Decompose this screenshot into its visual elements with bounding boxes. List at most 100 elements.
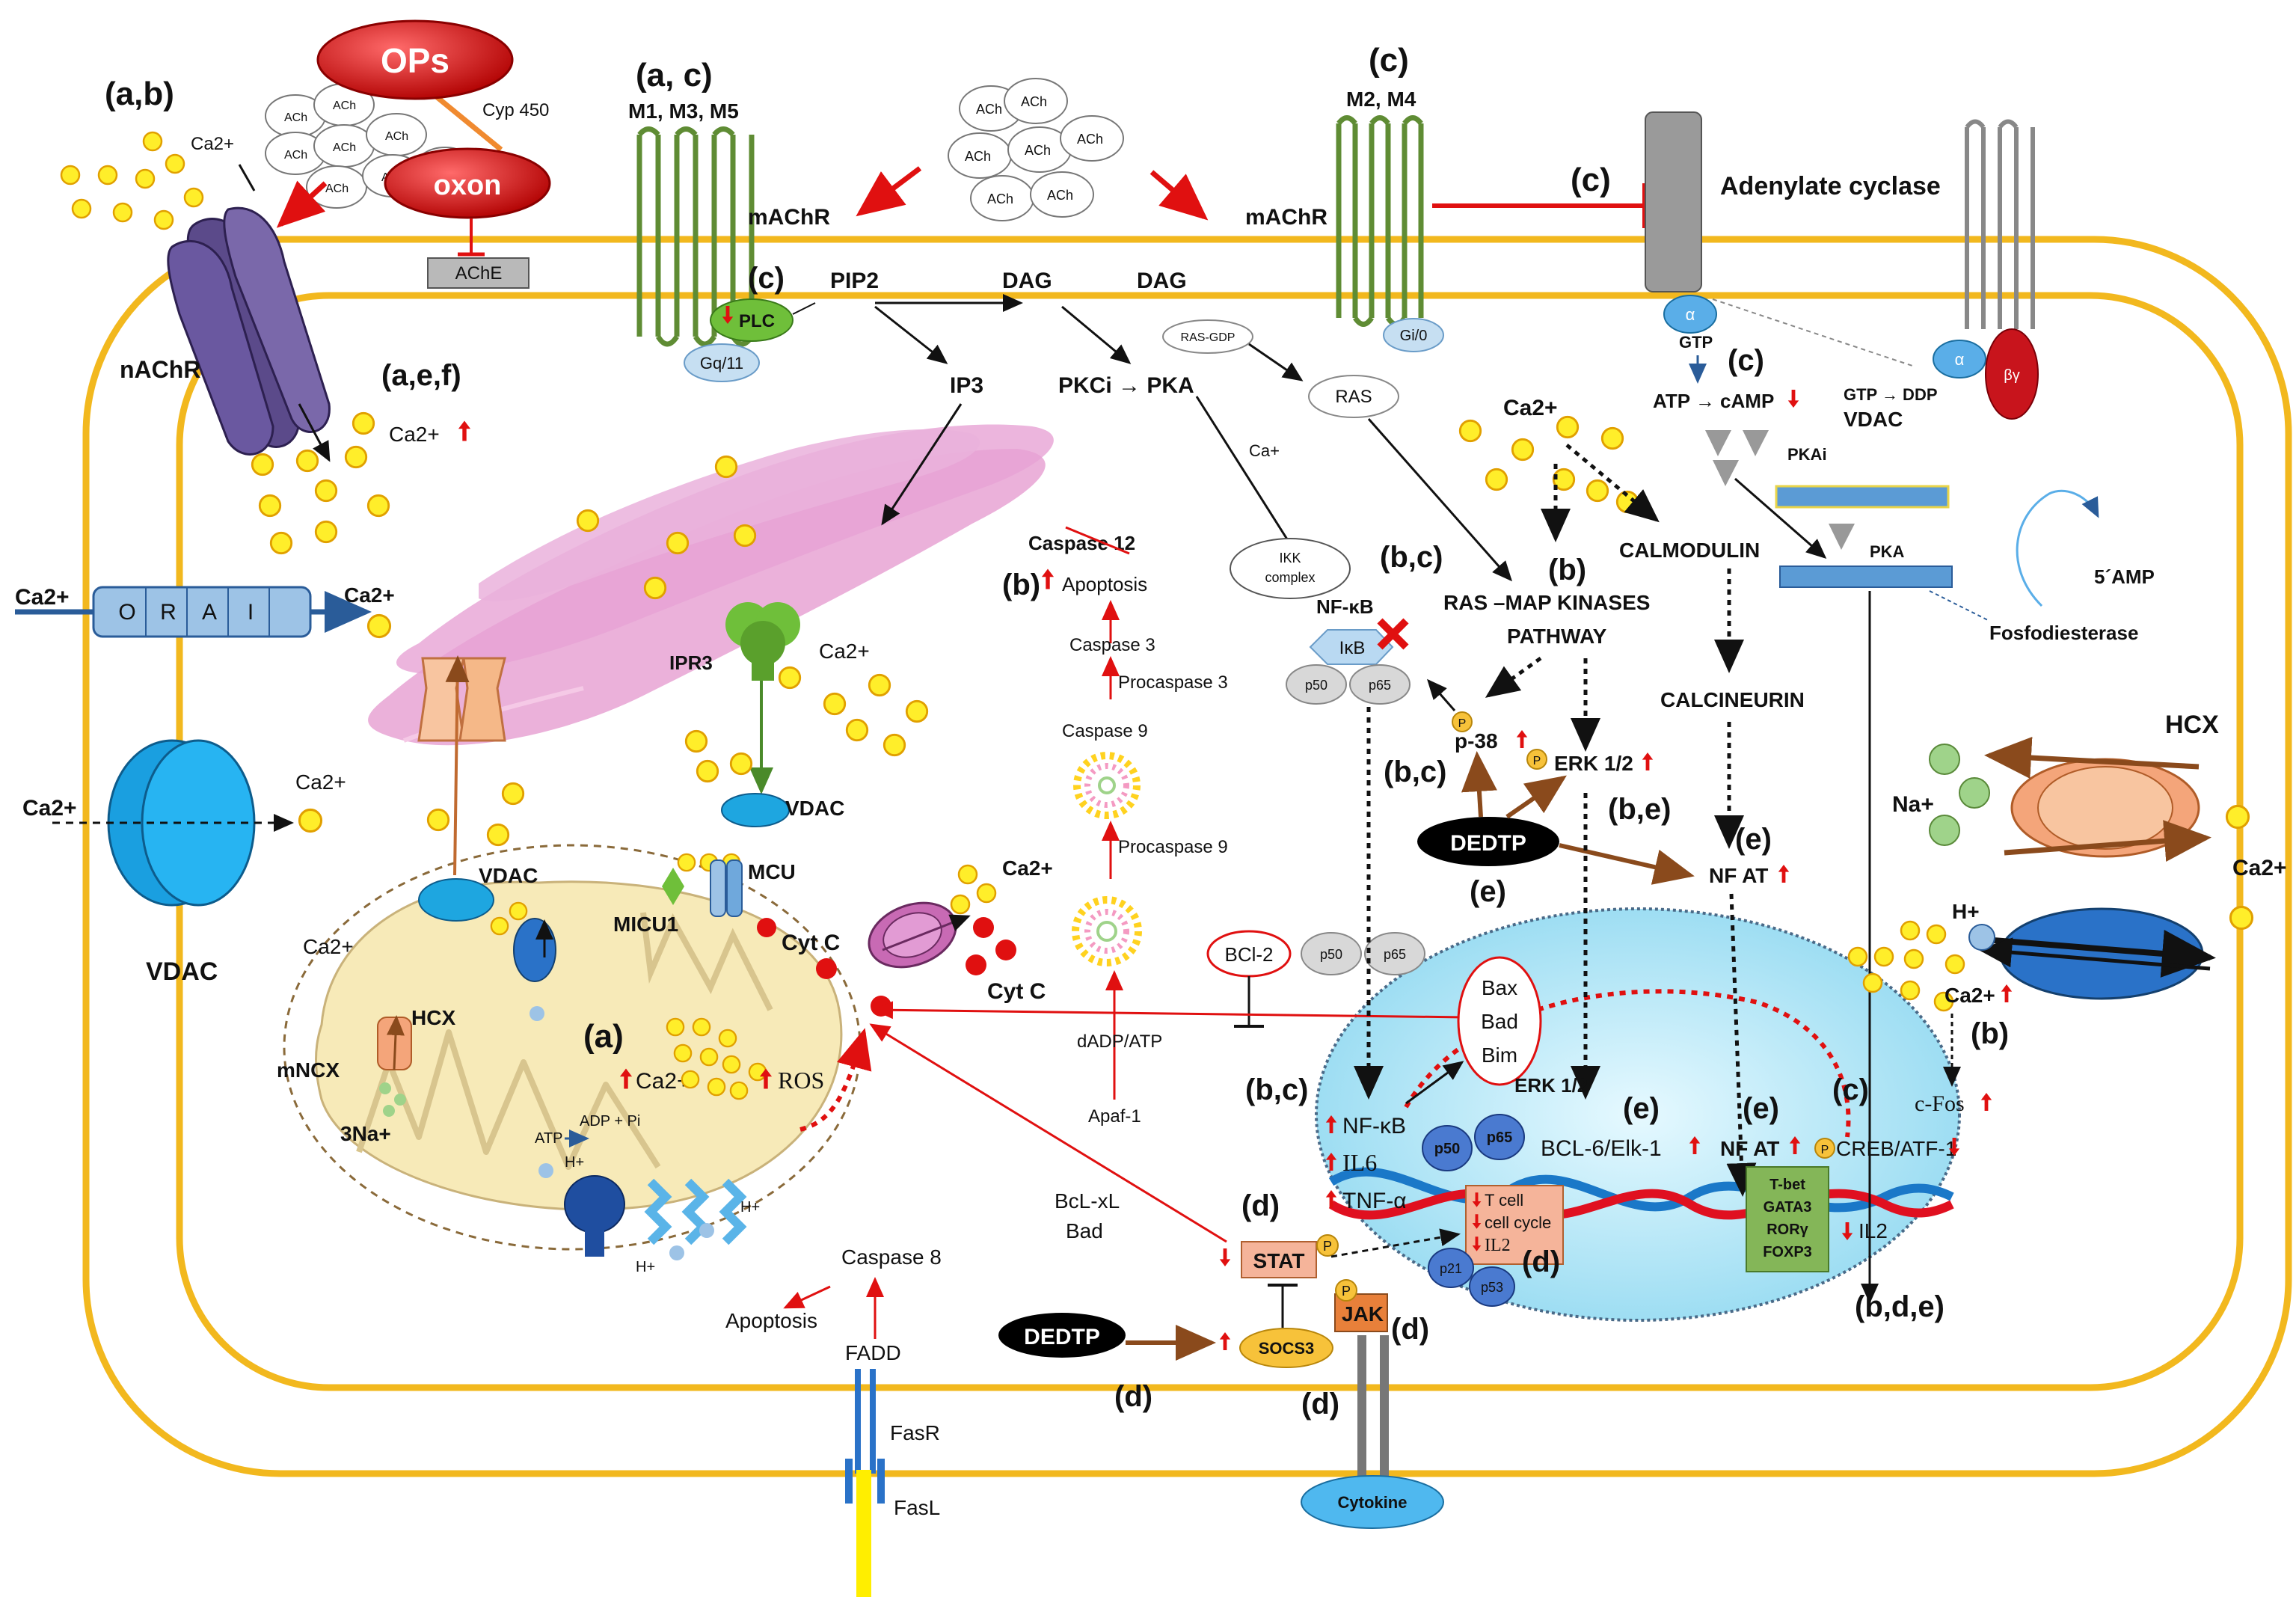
cytokine-oval (1301, 1475, 1444, 1529)
cytokine-label: Cytokine (1338, 1493, 1408, 1512)
mcu-label: MCU (748, 860, 796, 883)
g-alpha-ac (1663, 295, 1717, 334)
cytc-ca-label: Ca2+ (1002, 856, 1053, 880)
oxon-oval (384, 147, 551, 219)
socs3-oval (1239, 1328, 1333, 1368)
caption-a-mito: (a) (583, 1018, 624, 1055)
stat-to-mito-arrow (869, 1023, 1227, 1243)
g-alpha-right (1933, 340, 1986, 378)
bclxl-label: BcL-xL (1055, 1189, 1120, 1213)
p65-label: p65 (1384, 947, 1406, 962)
ach-label: ACh (1021, 94, 1047, 109)
gtp-ddp-label: GTP → DDP (1844, 385, 1938, 404)
creb-atf1-label: CREB/ATF-1 (1836, 1137, 1956, 1160)
tcell-label: T cell (1485, 1191, 1523, 1210)
atp-label: ATP (535, 1130, 562, 1147)
gtp-label: GTP (1679, 333, 1713, 352)
h-label-atp: H+ (565, 1154, 584, 1171)
orai-letter-o: O (118, 600, 135, 625)
vdac-mito-top-label: VDAC (785, 797, 844, 820)
mcu-channel (710, 859, 743, 917)
procaspase9-label: Procaspase 9 (1118, 837, 1228, 857)
h-label-etc2: H+ (740, 1199, 760, 1216)
pkci-pka-label: PKCi → PKA (1058, 373, 1194, 398)
bax-bad-bim-oval (1457, 956, 1542, 1086)
il2-small-label: IL2 (1485, 1236, 1511, 1255)
nfkb-label-cytosol: NF-κB (1316, 595, 1374, 618)
ras-map-label: RAS –MAP KINASES (1443, 591, 1650, 614)
pka-bar (1779, 566, 1953, 588)
fasr-label: FasR (890, 1421, 940, 1444)
nfkb-label-nucleus: NF-κB (1342, 1114, 1406, 1138)
tbet-label: T-bet (1769, 1177, 1805, 1193)
jak-p-label: P (1342, 1284, 1351, 1299)
calcium-near-cytc (950, 864, 997, 915)
h-label-nhe: H+ (1952, 900, 1980, 923)
p65-label: p65 (1369, 678, 1391, 693)
apoptosome-lower (1072, 896, 1142, 966)
p53-label: p53 (1481, 1280, 1503, 1295)
hcx-label: HCX (2165, 711, 2219, 739)
caption-b-ras: (b) (1548, 554, 1586, 586)
transcription-factors-box (1746, 1166, 1829, 1272)
nachr-label: nAChR (120, 356, 200, 383)
bax-bak-pore (868, 901, 957, 969)
cell-cycle-label: cell cycle (1485, 1213, 1551, 1232)
g-betagamma (1985, 328, 2039, 420)
mncx-label: mNCX (277, 1058, 340, 1082)
ca-label-nachr: Ca2+ (191, 134, 234, 154)
ach-label: ACh (284, 111, 307, 124)
caption-d-dedtp: (d) (1114, 1380, 1152, 1413)
cytokine-receptor (1357, 1335, 1389, 1485)
stat-label: STAT (1253, 1249, 1305, 1272)
calcium-upper-right (1458, 415, 1639, 514)
ach-label: ACh (1025, 143, 1051, 158)
caption-e-dedtp: (e) (1470, 875, 1506, 908)
fadd-label: FADD (845, 1341, 901, 1364)
pka-triangles (1705, 430, 1855, 550)
cyp450-label: Cyp 450 (482, 100, 549, 120)
caption-e-nfat-out: (e) (1735, 823, 1772, 856)
caption-c-top: (c) (1369, 42, 1409, 79)
machr-left-label: mAChR (748, 205, 830, 230)
apoptosome-upper (1073, 752, 1141, 819)
caspase9-label: Caspase 9 (1062, 721, 1148, 741)
il6-label: IL6 (1342, 1149, 1377, 1176)
adp-pi-label: ADP + Pi (580, 1113, 640, 1130)
m2m4-label: M2, M4 (1346, 88, 1416, 111)
nfat-label-nucleus: NF AT (1720, 1137, 1779, 1160)
caption-b-cfos: (b) (1971, 1017, 2009, 1050)
sodium-dots (379, 1082, 406, 1117)
orai-channel (92, 586, 312, 638)
bax-to-mito-arrow (873, 1001, 1467, 1020)
gi0-label: Gi/0 (1400, 328, 1428, 344)
ikb-label: IκB (1339, 638, 1366, 658)
p38-label: p-38 (1455, 729, 1498, 753)
orai-letter-i: I (248, 600, 254, 625)
gq11-oval (684, 343, 760, 382)
proton-nhe (1968, 924, 1995, 951)
p53-oval (1469, 1266, 1515, 1307)
extracellular-calcium-left (60, 131, 204, 230)
caption-d-stat: (d) (1241, 1189, 1280, 1222)
p38-p-label: P (1458, 717, 1467, 730)
ras-gdp-oval (1162, 319, 1253, 354)
bad-label: Bad (1066, 1219, 1103, 1242)
atp-synthase (564, 1175, 625, 1257)
tnfa-label: TNF-α (1342, 1189, 1407, 1213)
dadp-atp-label: dADP/ATP (1077, 1032, 1162, 1052)
caption-c-ac: (c) (1571, 162, 1611, 198)
nfat-label-cytosol: NF AT (1709, 864, 1768, 887)
caption-e-nfat-in: (e) (1743, 1092, 1779, 1125)
p21-oval (1428, 1248, 1474, 1288)
ras-gdp-label: RAS-GDP (1181, 331, 1236, 344)
caption-b-apoptosis: (b) (1002, 568, 1040, 601)
ras-label: RAS (1335, 387, 1372, 407)
calcineurin-label: CALCINEURIN (1660, 688, 1805, 711)
adenylate-cyclase (1645, 111, 1702, 292)
dag2-label: DAG (1137, 269, 1187, 293)
vdac-mito-left-label: VDAC (479, 864, 538, 887)
caption-bc-nfkb: (b,c) (1380, 541, 1443, 574)
vdac-mito-top (721, 793, 790, 827)
caption-c-creb: (c) (1832, 1073, 1869, 1106)
